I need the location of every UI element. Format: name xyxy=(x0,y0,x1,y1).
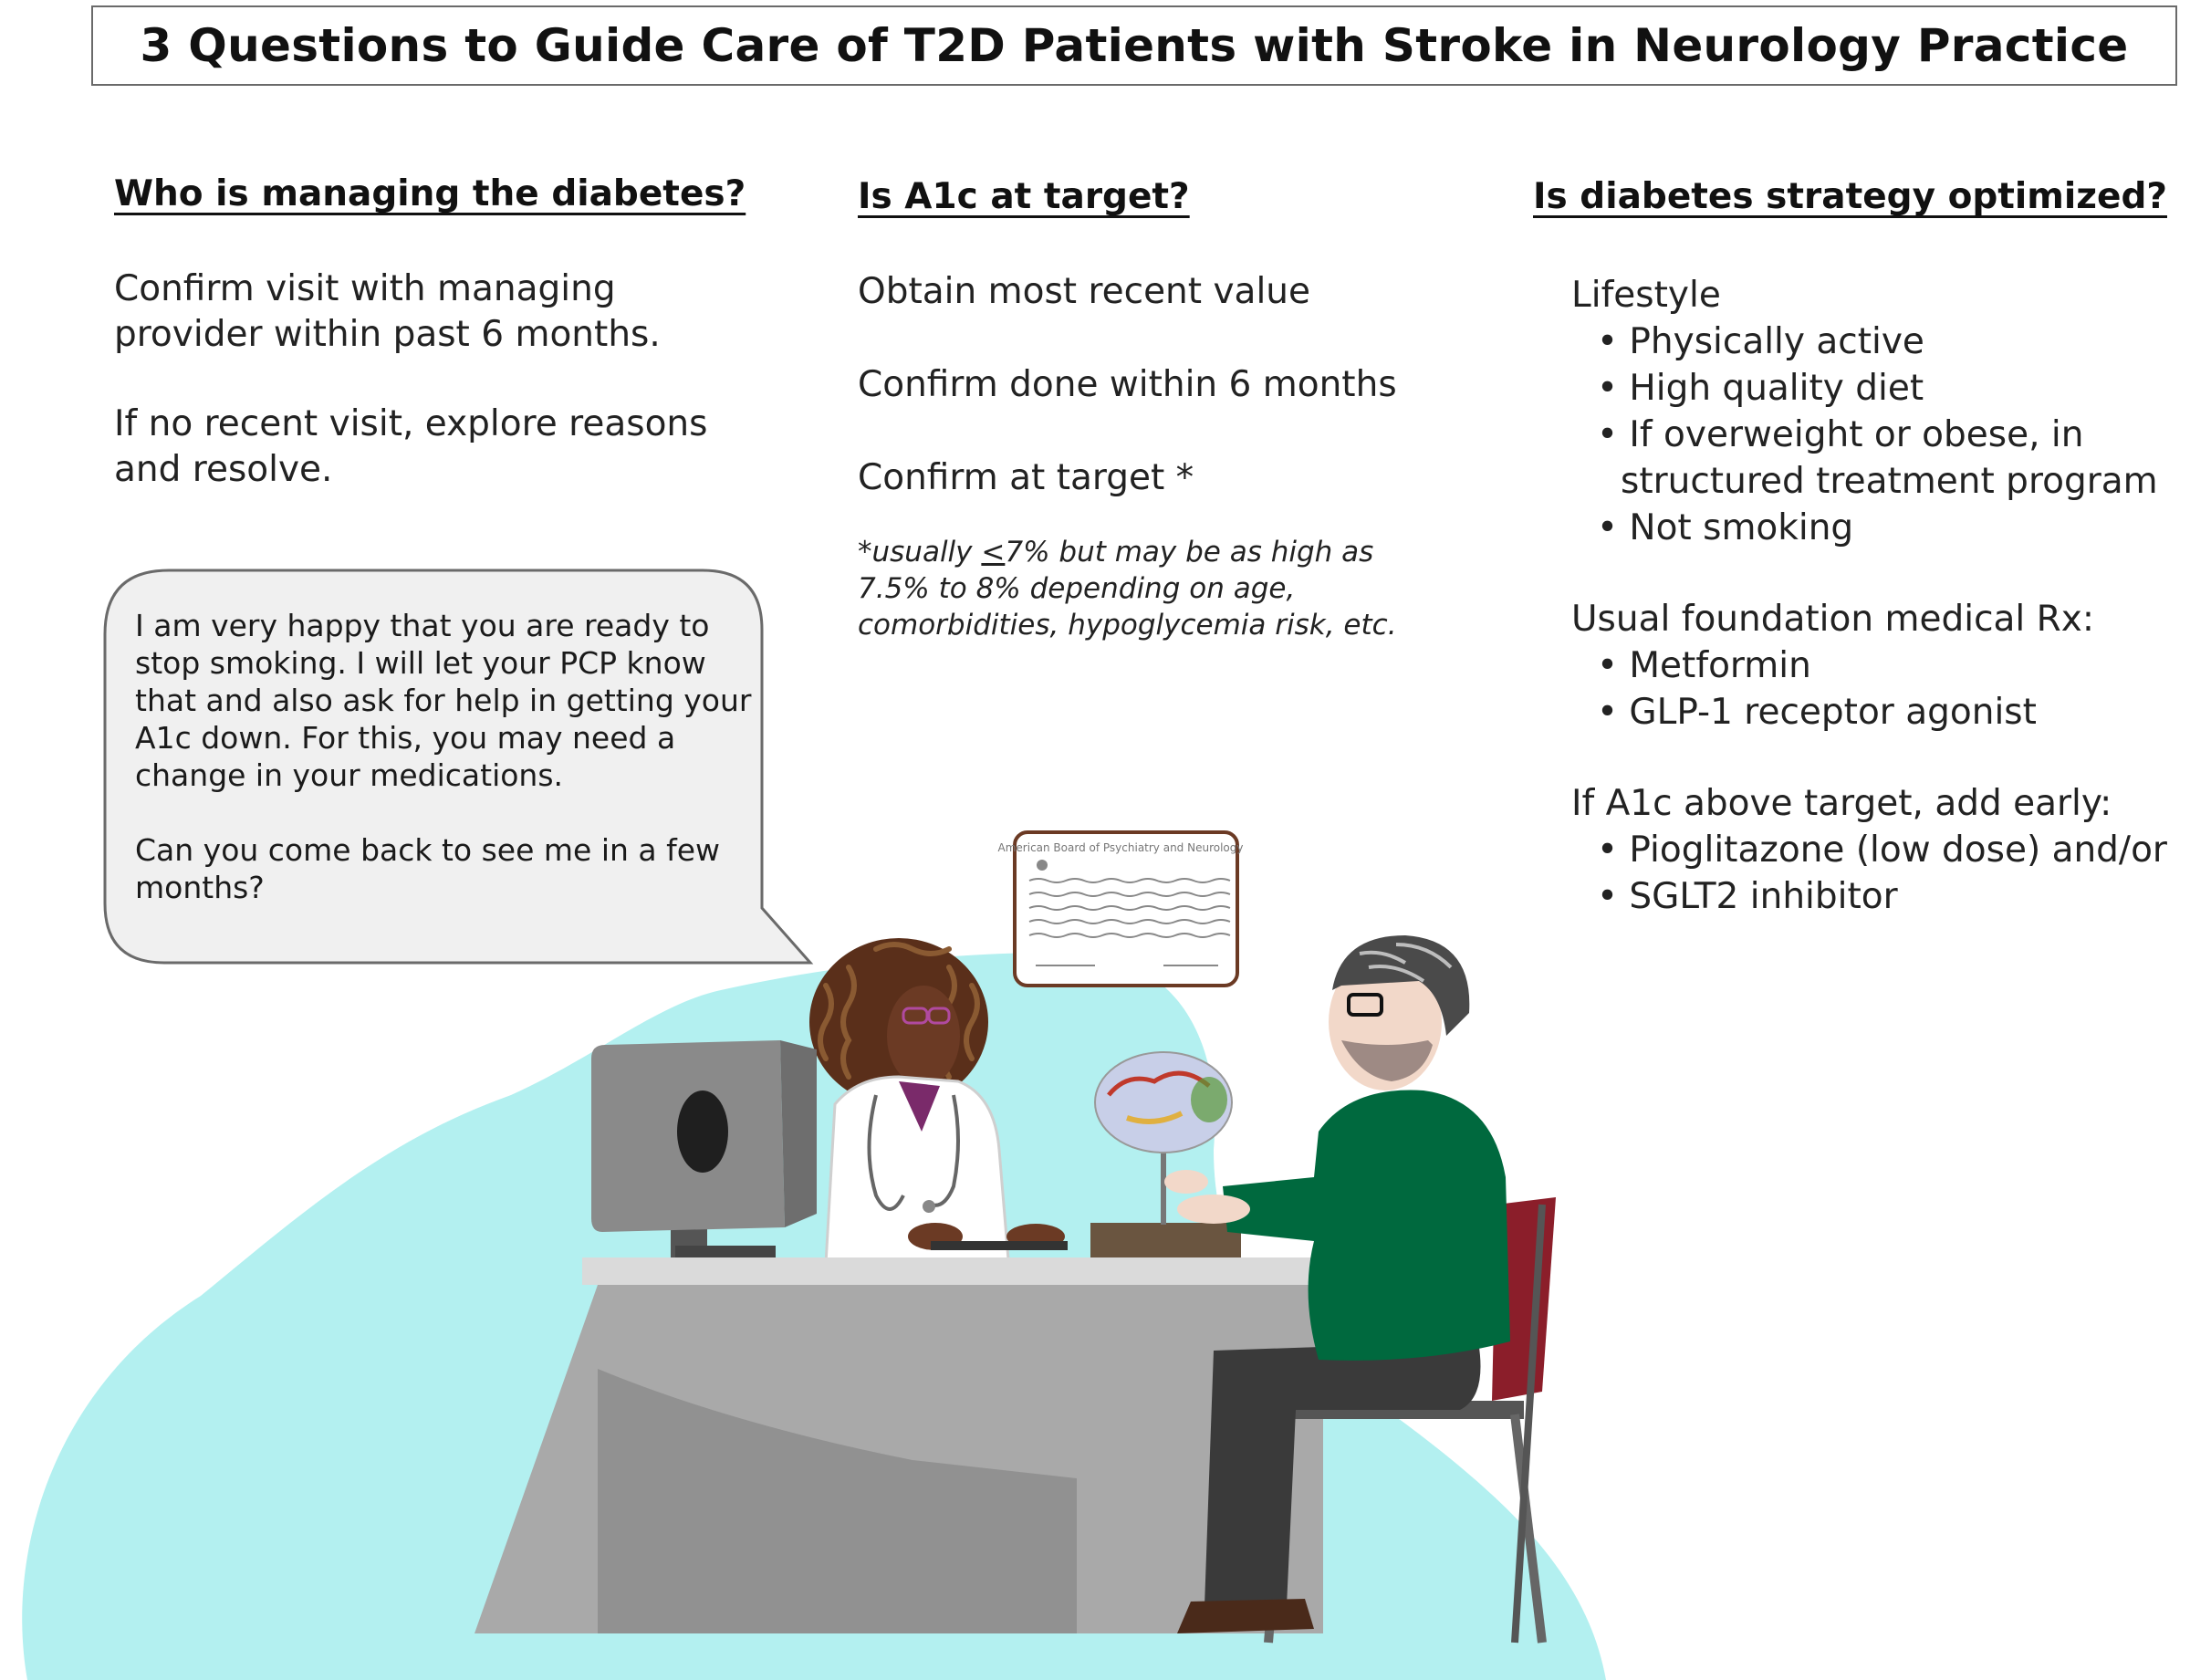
lifestyle-item: • If overweight or obese, in xyxy=(1597,414,2084,455)
doctor-face xyxy=(887,986,960,1086)
speech-bubble xyxy=(103,569,814,965)
col2-heading: Is A1c at target? xyxy=(858,176,1190,217)
above-target-label: If A1c above target, add early: xyxy=(1571,783,2112,824)
col2-footnote: *usually <7% but may be as high as 7.5% … xyxy=(858,534,1442,643)
col2-item3: Confirm at target * xyxy=(858,457,1194,498)
foundation-item: • GLP-1 receptor agonist xyxy=(1597,692,2037,733)
bubble-para1: I am very happy that you are ready to st… xyxy=(135,608,752,793)
computer-monitor xyxy=(591,1040,817,1259)
certificate-title: American Board of Psychiatry and Neurolo… xyxy=(998,841,1244,854)
patient-sweater xyxy=(1223,1090,1510,1361)
foundation-label: Usual foundation medical Rx: xyxy=(1571,599,2094,640)
lifestyle-item: • Physically active xyxy=(1597,321,1924,362)
desk xyxy=(474,1257,1323,1633)
footnote-part-b: 7% but may be as high as 7.5% to 8% depe… xyxy=(858,536,1397,642)
lifestyle-label: Lifestyle xyxy=(1571,275,1721,316)
certificate-seal xyxy=(1037,860,1048,871)
col2-item1: Obtain most recent value xyxy=(858,271,1310,312)
doctor xyxy=(809,938,1068,1266)
certificate-text-lines xyxy=(1028,878,1231,966)
title-box: 3 Questions to Guide Care of T2D Patient… xyxy=(91,5,2177,86)
lifestyle-item: • Not smoking xyxy=(1597,507,1854,548)
col3-list: Lifestyle • Physically active • High qua… xyxy=(1571,272,2167,920)
lifestyle-item-continued: structured treatment program xyxy=(1621,461,2158,502)
patient xyxy=(1164,935,1556,1643)
desk-top xyxy=(582,1257,1323,1285)
above-target-item: • SGLT2 inhibitor xyxy=(1597,876,1898,917)
bubble-para2: Can you come back to see me in a few mon… xyxy=(135,832,721,905)
speech-bubble-text: I am very happy that you are ready to st… xyxy=(135,607,756,906)
footnote-le-symbol: < xyxy=(981,536,1006,569)
col1-para1: Confirm visit with managing provider wit… xyxy=(114,268,661,355)
above-target-item: • Pioglitazone (low dose) and/or xyxy=(1597,830,2167,871)
footnote-part-a: *usually xyxy=(858,536,982,569)
col2-item2: Confirm done within 6 months xyxy=(858,364,1397,405)
col1-para2: If no recent visit, explore reasons and … xyxy=(114,403,708,490)
lifestyle-item: • High quality diet xyxy=(1597,368,1924,409)
page-title: 3 Questions to Guide Care of T2D Patient… xyxy=(140,19,2129,72)
brain-model xyxy=(1090,1051,1241,1259)
foundation-item: • Metformin xyxy=(1597,645,1811,686)
col1-heading: Who is managing the diabetes? xyxy=(114,173,746,214)
col3-heading: Is diabetes strategy optimized? xyxy=(1533,176,2167,217)
